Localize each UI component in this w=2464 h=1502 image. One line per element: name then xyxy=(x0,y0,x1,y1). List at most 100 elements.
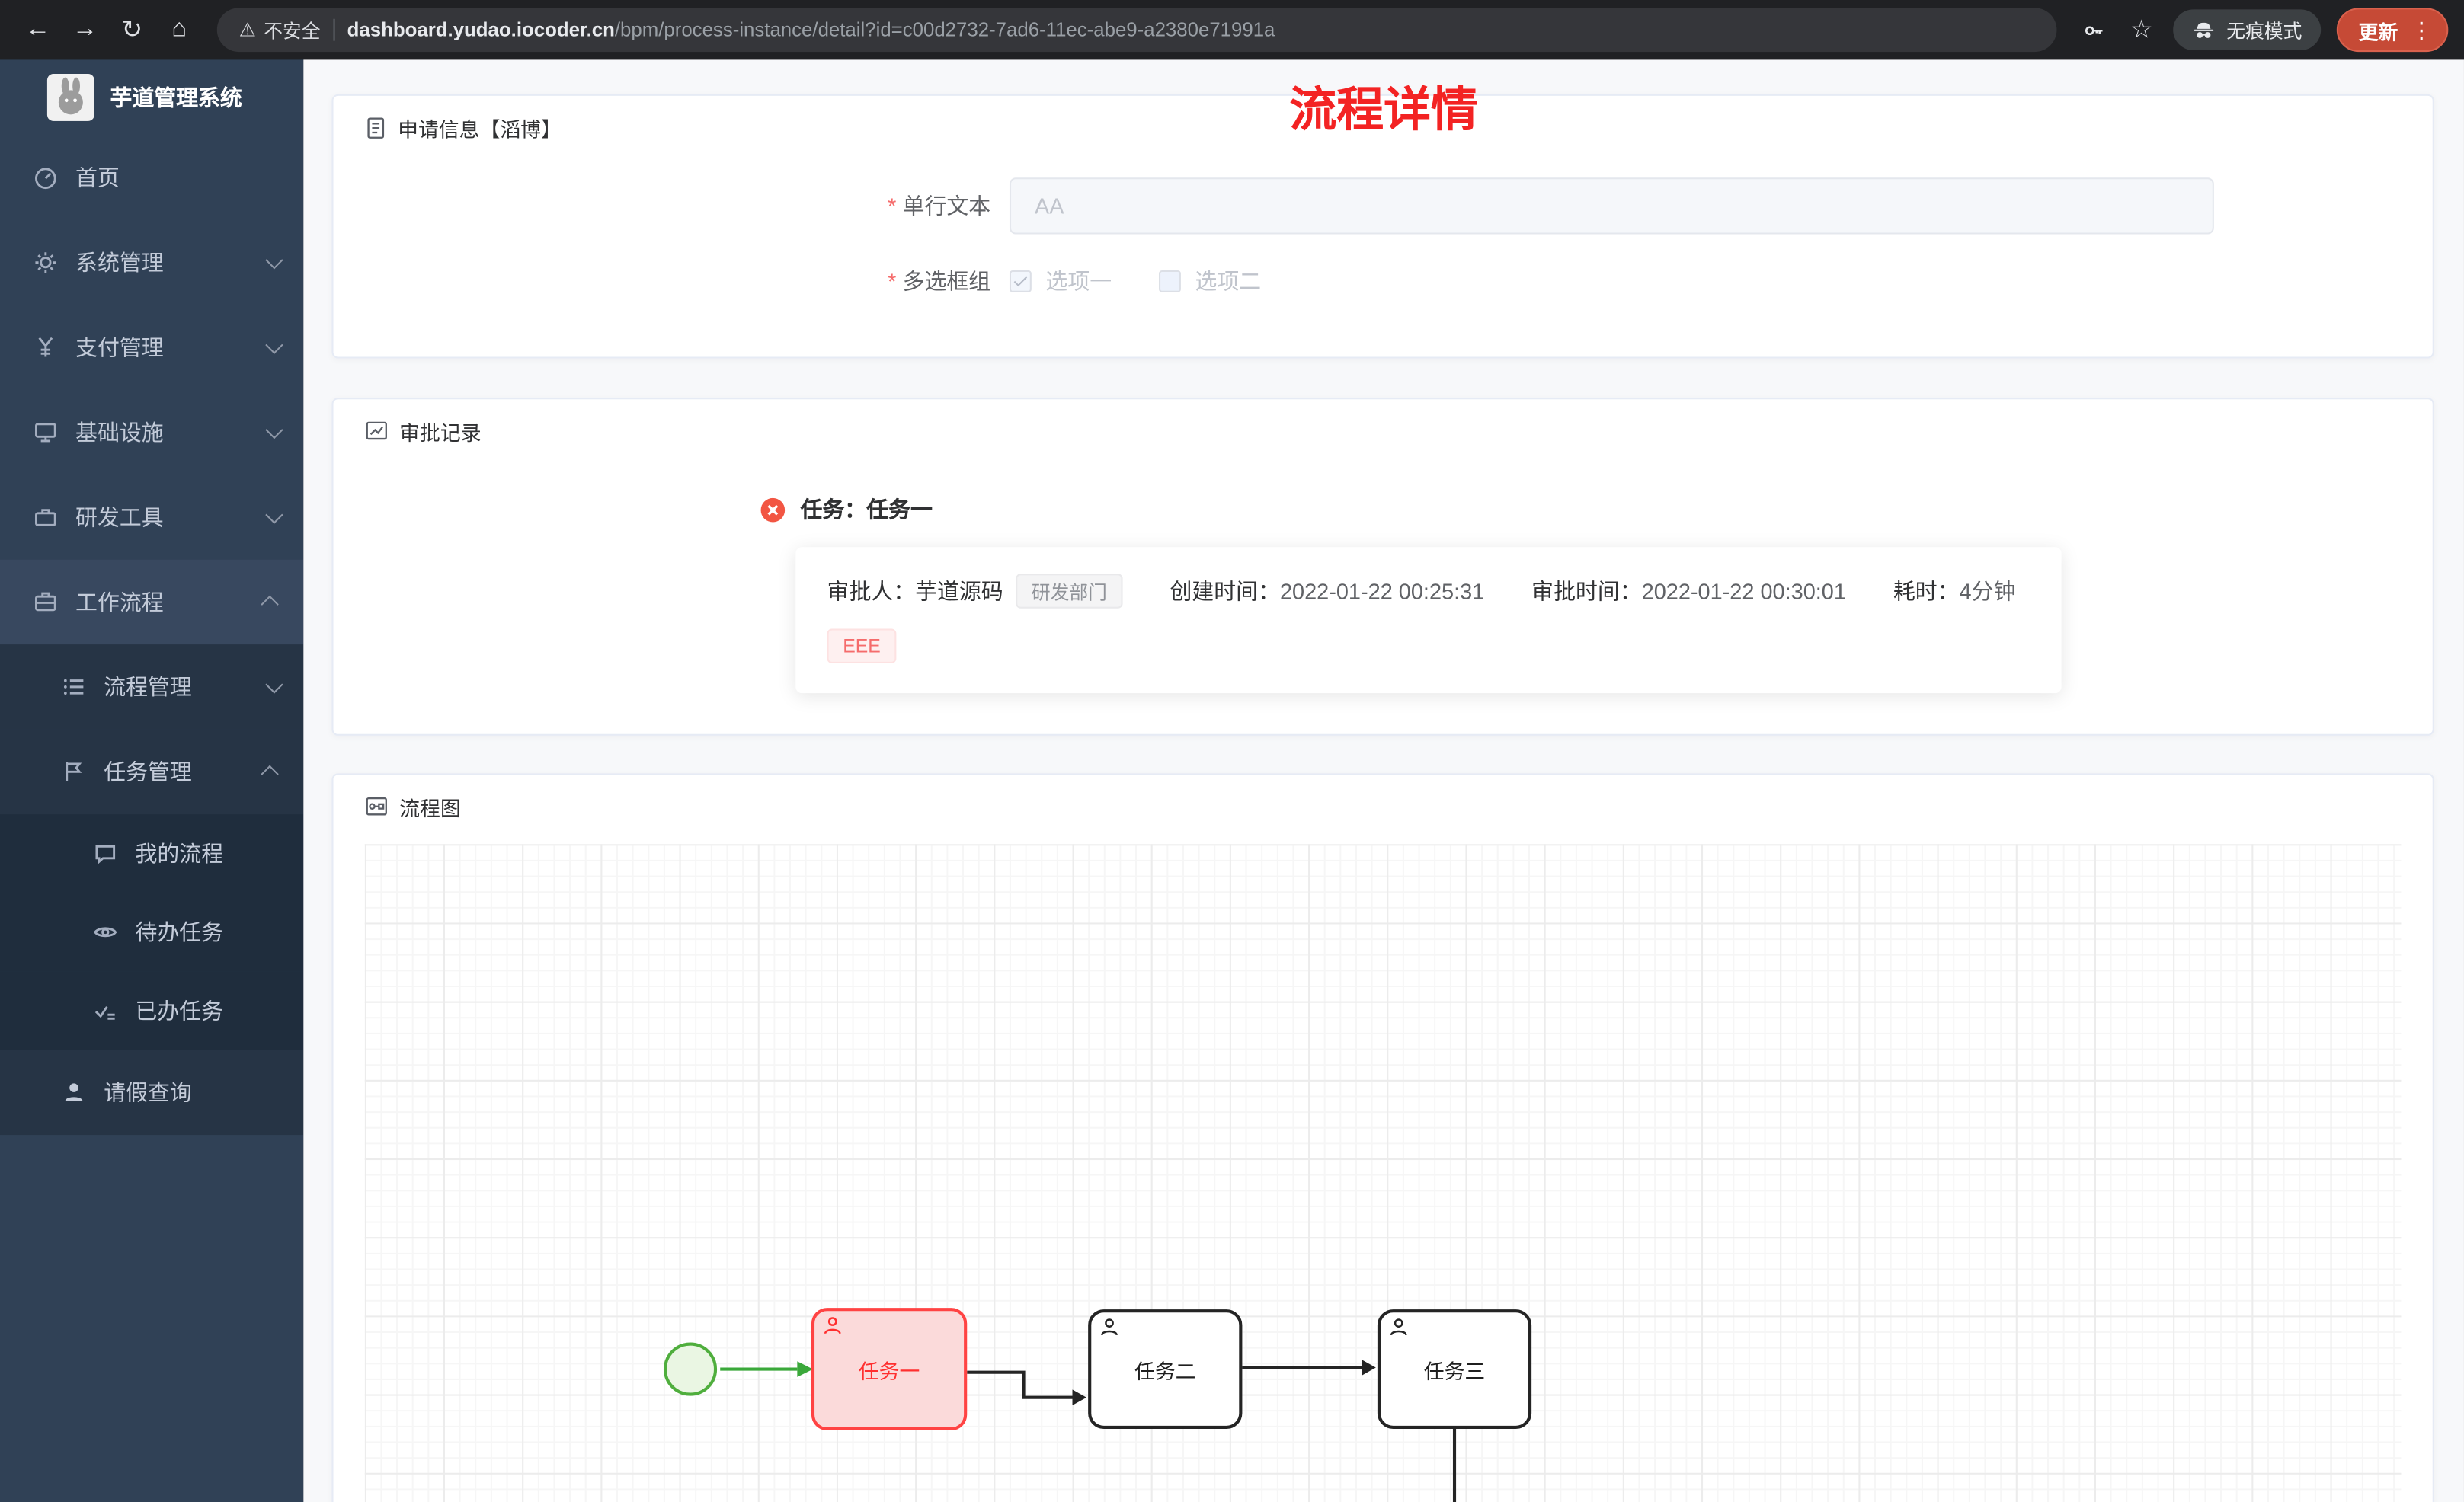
home-icon[interactable]: ⌂ xyxy=(171,15,187,43)
checkbox-option-label: 选项二 xyxy=(1195,268,1262,294)
list-icon xyxy=(59,674,88,699)
sidebar-item-label: 任务管理 xyxy=(104,759,192,785)
create-time-value: 2022-01-22 00:25:31 xyxy=(1279,578,1485,604)
record-icon xyxy=(365,420,389,442)
sidebar-item-label: 系统管理 xyxy=(75,250,164,276)
approval-record-card: 审批记录 任务：任务一 审批人： 芋道源码 研发部门 创建时间： 2022-01… xyxy=(331,398,2434,736)
checkbox-group-label: 多选框组 xyxy=(334,266,1010,297)
omnibox-divider xyxy=(333,18,335,41)
form-row-text: 单行文本 xyxy=(334,177,2433,235)
not-secure-label: 不安全 xyxy=(264,19,321,42)
checkbox-unchecked-icon[interactable] xyxy=(1159,270,1181,292)
sidebar-item-task-management[interactable]: 任务管理 xyxy=(0,729,304,815)
sidebar-item-label: 工作流程 xyxy=(75,589,164,615)
chevron-down-icon xyxy=(265,336,283,354)
sidebar-item-infrastructure[interactable]: 基础设施 xyxy=(0,390,303,475)
checkbox-option-label: 选项一 xyxy=(1045,268,1112,294)
sidebar-item-label: 研发工具 xyxy=(75,504,164,530)
reload-icon[interactable]: ↻ xyxy=(121,17,143,44)
bpmn-task-1[interactable]: 任务一 xyxy=(811,1308,968,1431)
task-title: 任务：任务一 xyxy=(800,497,933,523)
single-line-text-input[interactable] xyxy=(1009,177,2214,235)
dashboard-icon xyxy=(31,165,59,190)
bpmn-task-3[interactable]: 任务三 xyxy=(1377,1309,1532,1429)
bpmn-canvas[interactable]: 任务一 任务二 任务三 xyxy=(364,844,2402,1502)
incognito-label: 无痕模式 xyxy=(2226,19,2302,42)
approver-segment: 审批人： 芋道源码 研发部门 xyxy=(827,574,1123,609)
sidebar-item-label: 首页 xyxy=(75,165,120,190)
user-task-icon xyxy=(1388,1317,1409,1337)
app-logo-rabbit-icon xyxy=(46,73,94,121)
toolbox-icon xyxy=(31,504,59,529)
user-task-icon xyxy=(822,1315,843,1336)
back-icon[interactable]: ← xyxy=(25,15,51,43)
sidebar-item-todo-tasks[interactable]: 待办任务 xyxy=(0,893,304,972)
flag-icon xyxy=(59,759,88,785)
warning-icon: ⚠ xyxy=(238,18,256,41)
process-diagram-card: 流程图 任务一 xyxy=(331,773,2434,1502)
sidebar-item-label: 请假查询 xyxy=(104,1079,192,1105)
approve-time-label: 审批时间： xyxy=(1531,578,1642,604)
apply-info-card: 申请信息【滔博】 单行文本 多选框组 选项一 选项二 xyxy=(331,94,2434,359)
sidebar-item-home[interactable]: 首页 xyxy=(0,135,303,219)
bpmn-task-label: 任务一 xyxy=(858,1359,920,1383)
create-time-segment: 创建时间： 2022-01-22 00:25:31 xyxy=(1170,575,1484,606)
chevron-down-icon xyxy=(265,506,283,524)
update-label: 更新 xyxy=(2358,21,2398,43)
key-icon[interactable] xyxy=(2072,8,2117,52)
bpmn-task-label: 任务三 xyxy=(1423,1359,1486,1383)
sidebar-item-my-processes[interactable]: 我的流程 xyxy=(0,814,304,893)
checkbox-option-1[interactable]: 选项一 xyxy=(1009,266,1112,297)
sidebar-item-system[interactable]: 系统管理 xyxy=(0,220,303,305)
checkbox-checked-icon[interactable] xyxy=(1009,270,1032,292)
yen-icon xyxy=(31,335,59,360)
duration-segment: 耗时： 4分钟 xyxy=(1893,575,2016,606)
gear-icon xyxy=(31,250,59,275)
approval-record-card-header: 审批记录 xyxy=(334,399,2433,462)
forward-icon[interactable]: → xyxy=(72,15,98,43)
checkbox-option-2[interactable]: 选项二 xyxy=(1159,266,1261,297)
app-logo-row[interactable]: 芋道管理系统 xyxy=(0,59,303,135)
monitor-icon xyxy=(31,420,59,445)
approver-name: 芋道源码 xyxy=(915,578,1003,604)
bpmn-task-label: 任务二 xyxy=(1134,1359,1196,1383)
check-icon xyxy=(91,999,120,1024)
document-icon xyxy=(365,116,387,139)
sidebar-item-dev-tools[interactable]: 研发工具 xyxy=(0,475,303,559)
sidebar-item-done-tasks[interactable]: 已办任务 xyxy=(0,971,304,1050)
sidebar-item-leave-query[interactable]: 请假查询 xyxy=(0,1050,304,1136)
address-bar[interactable]: ⚠ 不安全 dashboard.yudao.iocoder.cn/bpm/pro… xyxy=(216,8,2057,53)
bpmn-start-event[interactable] xyxy=(663,1342,718,1396)
text-field-label: 单行文本 xyxy=(334,190,1010,222)
bpmn-task-2[interactable]: 任务二 xyxy=(1088,1309,1243,1429)
sidebar-item-label: 流程管理 xyxy=(104,674,192,700)
sidebar-item-workflow[interactable]: 工作流程 xyxy=(0,559,304,645)
sidebar-item-payment[interactable]: 支付管理 xyxy=(0,305,303,389)
duration-label: 耗时： xyxy=(1893,578,1960,604)
department-tag: 研发部门 xyxy=(1016,574,1123,609)
sidebar-item-process-management[interactable]: 流程管理 xyxy=(0,644,304,730)
sidebar-item-label: 基础设施 xyxy=(75,420,164,446)
checkbox-group: 选项一 选项二 xyxy=(1009,266,1261,297)
create-time-label: 创建时间： xyxy=(1170,578,1280,604)
not-secure-indicator[interactable]: ⚠ 不安全 xyxy=(239,17,321,43)
bookmark-star-icon[interactable]: ☆ xyxy=(2130,17,2153,44)
bpmn-edges xyxy=(720,1360,1457,1502)
update-button[interactable]: 更新 ⋮ xyxy=(2336,8,2449,53)
apply-info-card-header: 申请信息【滔博】 xyxy=(334,96,2433,159)
sidebar-item-label: 待办任务 xyxy=(135,919,224,945)
user-icon xyxy=(59,1080,88,1105)
app-title: 芋道管理系统 xyxy=(110,85,242,110)
chevron-down-icon xyxy=(265,251,283,270)
approver-label: 审批人： xyxy=(827,578,916,604)
timeline-item-head: 任务：任务一 xyxy=(760,494,933,525)
approval-comment-tag: EEE xyxy=(827,628,897,663)
duration-value: 4分钟 xyxy=(1959,578,2016,604)
approval-detail-box: 审批人： 芋道源码 研发部门 创建时间： 2022-01-22 00:25:31… xyxy=(795,547,2062,694)
workflow-icon xyxy=(31,590,59,615)
process-diagram-card-title: 流程图 xyxy=(399,796,461,820)
sidebar-item-label: 我的流程 xyxy=(135,841,224,867)
browser-menu-icon[interactable]: ⋮ xyxy=(2410,16,2433,42)
